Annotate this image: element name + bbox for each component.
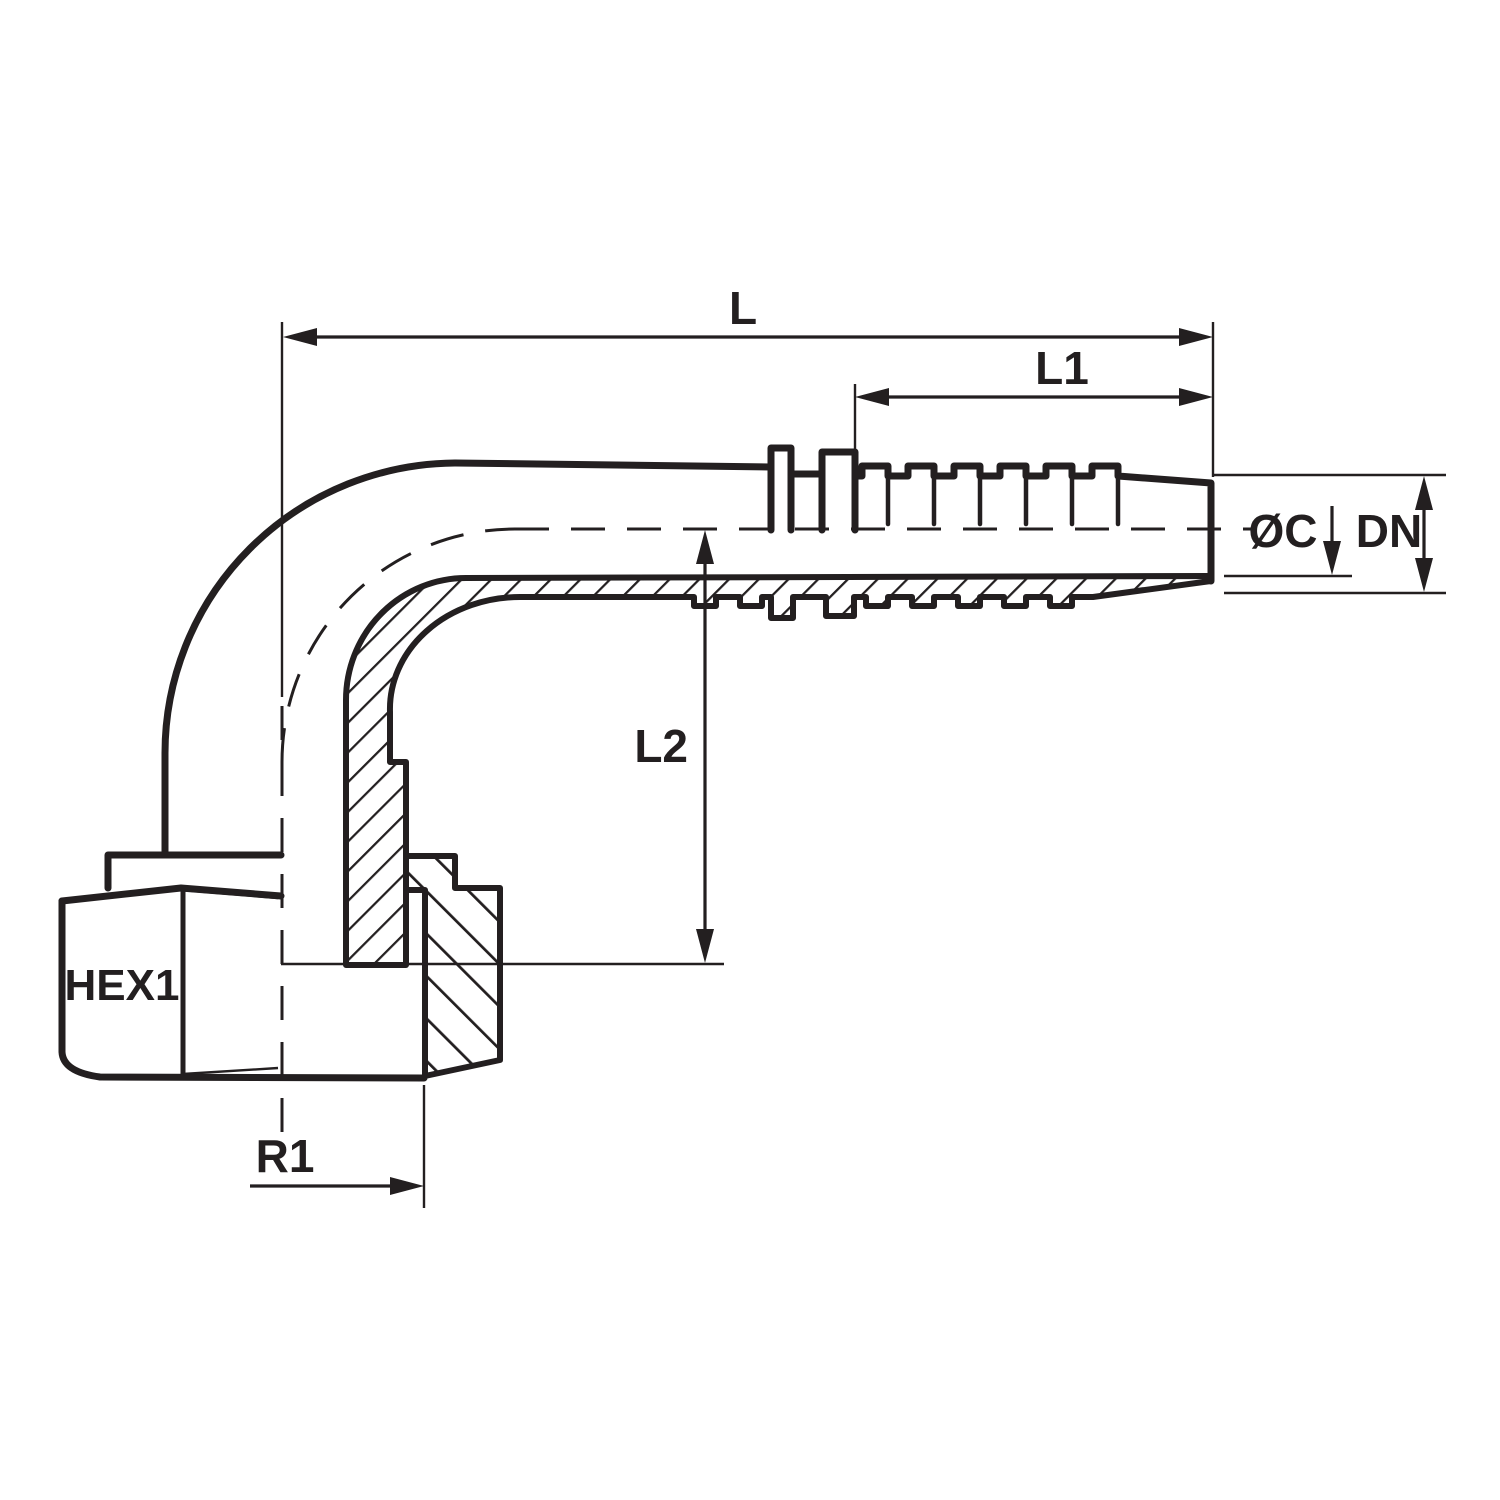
collar-ring-1 [767, 444, 795, 534]
dimension-r1: R1 [250, 1085, 426, 1208]
section-hatching [343, 573, 1214, 1079]
arrowhead-bottom [696, 929, 714, 963]
barb-edge-lines [885, 475, 1121, 527]
swivel-nut-section [403, 853, 503, 1079]
centerlines [280, 527, 1253, 1142]
washer-flange [104, 851, 285, 892]
hex-bottom-chamfer-line [182, 1066, 279, 1076]
tube-wall-section [343, 573, 1214, 968]
dim-label-l1: L1 [1035, 342, 1089, 394]
bend-centerline-arc [280, 527, 516, 763]
arrowhead-left [855, 388, 889, 406]
collar-ring-2 [818, 448, 859, 534]
arrowhead-top [696, 530, 714, 564]
dimension-l2: L2 [281, 530, 724, 966]
hex-top-chamfer-line [180, 888, 279, 900]
elbow-outer-bend [161, 459, 459, 859]
tube-top-edge [451, 459, 775, 471]
arrowhead-right [390, 1177, 424, 1195]
hex-nut-top-edge [58, 884, 285, 905]
dim-label-dn: DN [1356, 505, 1422, 557]
arrowhead-top [1415, 476, 1433, 510]
arrowhead-right [1179, 328, 1213, 346]
dim-label-l2: L2 [634, 720, 688, 772]
fitting-outline [58, 444, 1215, 1082]
dimension-oc: ØC [1224, 505, 1352, 578]
dim-label-oc: ØC [1249, 505, 1318, 557]
arrowhead-left [283, 328, 317, 346]
hose-tail-barb-profile [851, 462, 1215, 585]
dim-label-l: L [729, 282, 757, 334]
dimension-dn: DN [1213, 473, 1446, 595]
dimension-l: L [280, 282, 1215, 697]
hex-nut-left-and-bottom-edge [58, 897, 428, 1082]
dim-label-r1: R1 [256, 1130, 315, 1182]
dimension-l1: L1 [853, 342, 1213, 453]
arrowhead-bottom [1415, 558, 1433, 592]
hex-size-label: HEX1 [65, 961, 180, 1010]
arrowhead-down [1323, 541, 1341, 575]
arrowhead-right [1179, 388, 1213, 406]
